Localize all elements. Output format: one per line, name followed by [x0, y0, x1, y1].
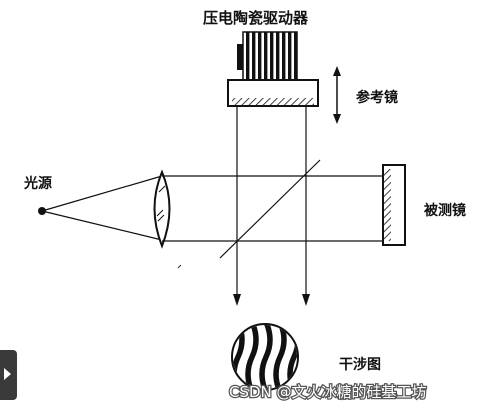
interference-pattern-label: 干涉图 [339, 356, 381, 373]
side-panel-toggle[interactable] [0, 350, 17, 400]
chevron-right-icon [4, 368, 11, 380]
reference-mirror-label: 参考镜 [356, 89, 398, 106]
reference-mirror [227, 79, 319, 107]
driver-label: 压电陶瓷驱动器 [203, 9, 309, 27]
beam-splitter [219, 159, 321, 259]
light-source-label: 光源 [23, 175, 52, 192]
piezo-driver [237, 31, 298, 81]
collimating-lens [153, 169, 171, 249]
test-mirror [382, 164, 406, 246]
interference-pattern [231, 323, 299, 391]
light-source [38, 175, 163, 241]
test-mirror-label: 被测镜 [424, 202, 466, 219]
watermark-text: CSDN @文火冰糖的硅基工坊 [229, 383, 427, 401]
vertical-beam [233, 106, 310, 306]
stray-mark [177, 264, 182, 269]
motion-arrow-icon [333, 66, 341, 124]
collimated-beam [162, 175, 383, 242]
